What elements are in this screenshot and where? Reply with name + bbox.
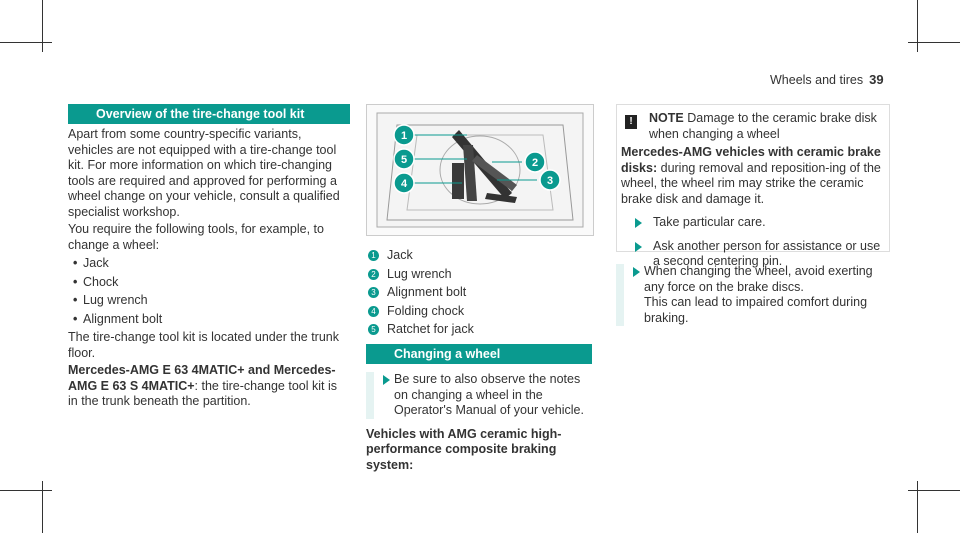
crop-mark	[908, 42, 960, 43]
legend-label: Lug wrench	[387, 266, 452, 281]
legend-label: Ratchet for jack	[387, 322, 474, 336]
list-item: Lug wrench	[68, 293, 350, 309]
arrow-icon	[635, 218, 642, 228]
legend-item: 4 Folding chock	[368, 304, 588, 320]
svg-text:3: 3	[547, 175, 553, 187]
legend-number: 2	[368, 268, 379, 280]
figure-legend: 1 Jack 2 Lug wrench 3 Alignment bolt 4 Foldi…	[368, 248, 588, 341]
callout-4: 4	[393, 172, 415, 194]
intro-text: Apart from some country-specific variant…	[68, 127, 340, 219]
legend-number: 4	[368, 305, 379, 317]
legend-item: 5 Ratchet for jack	[368, 322, 588, 338]
step-text: Take particular care.	[653, 215, 766, 229]
final-step: When changing the wheel, avoid exerting …	[616, 264, 888, 326]
crop-mark	[917, 0, 918, 52]
legend-number: 5	[368, 324, 379, 336]
changing-section: Changing a wheel Be sure to also observe…	[366, 344, 592, 473]
amg-models: Mercedes-AMG E 63 4MATIC+ and Mercedes-A…	[68, 363, 336, 393]
step-text: When changing the wheel, avoid exerting …	[644, 264, 873, 325]
svg-text:2: 2	[532, 157, 538, 169]
note-label: NOTE	[649, 111, 684, 125]
legend-label: Alignment bolt	[387, 285, 467, 299]
callout-3: 3	[539, 169, 561, 191]
crop-mark	[42, 0, 43, 52]
tool-kit-figure: 1 5 4 2 3	[366, 104, 594, 236]
note-title: Damage to the ceramic brake disk when ch…	[649, 111, 877, 141]
list-item: Jack	[68, 256, 350, 272]
callout-2: 2	[524, 151, 546, 173]
arrow-icon	[383, 375, 390, 385]
amg-paragraph: Mercedes-AMG E 63 4MATIC+ and Mercedes-A…	[68, 363, 350, 410]
note-body: Mercedes-AMG vehicles with ceramic brake…	[621, 145, 883, 270]
instruction-step: Be sure to also observe the notes on cha…	[366, 372, 592, 419]
require-text: You require the following tools, for exa…	[68, 222, 324, 252]
amg-location: : the tire-change tool kit is in the tru…	[68, 378, 337, 409]
step-text: Ask another person for assistance or use…	[653, 238, 881, 269]
crop-mark	[42, 481, 43, 533]
svg-text:1: 1	[401, 130, 407, 142]
note-step: Take particular care.	[621, 215, 883, 231]
legend-label: Folding chock	[387, 303, 465, 318]
legend-item: 3 Alignment bolt	[368, 285, 588, 301]
page-header: Wheels and tires 39	[770, 72, 884, 87]
note-sub-bold: Mercedes-AMG vehicles with ceramic brake…	[621, 145, 881, 175]
arrow-icon	[633, 267, 640, 277]
list-item: Alignment bolt	[68, 312, 350, 328]
legend-item: 2 Lug wrench	[368, 267, 588, 283]
note-paragraph: Mercedes-AMG vehicles with ceramic brake…	[621, 145, 883, 207]
trunk-illustration: 1 5 4 2 3	[376, 112, 584, 228]
crop-mark	[917, 481, 918, 533]
legend-number: 1	[368, 250, 379, 262]
callout-1: 1	[393, 124, 415, 146]
section-title: Wheels and tires	[770, 73, 864, 87]
instruction-step: When changing the wheel, avoid exerting …	[616, 264, 888, 326]
legend-number: 3	[368, 287, 379, 299]
section-heading: Overview of the tire-change tool kit	[68, 104, 350, 124]
crop-mark	[0, 490, 52, 491]
tool-list: Jack Chock Lug wrench Alignment bolt	[68, 256, 350, 327]
step-text: Be sure to also observe the notes on cha…	[394, 372, 584, 417]
location-text: The tire-change tool kit is located unde…	[68, 330, 339, 360]
legend-item: 1 Jack	[368, 248, 588, 264]
crop-mark	[0, 42, 52, 43]
note-sub-text: during removal and reposition-ing of the…	[621, 160, 881, 206]
note-content: NOTE Damage to the ceramic brake disk wh…	[649, 111, 881, 142]
note-step: Ask another person for assistance or use…	[621, 239, 883, 270]
list-item: Chock	[68, 275, 350, 291]
callout-5: 5	[393, 148, 415, 170]
warning-icon: !	[625, 115, 637, 129]
svg-text:5: 5	[401, 154, 407, 166]
svg-text:4: 4	[401, 178, 408, 190]
column-left: Overview of the tire-change tool kit Apa…	[68, 104, 350, 410]
arrow-icon	[635, 241, 642, 252]
crop-mark	[908, 490, 960, 491]
subheading: Vehicles with AMG ceramic high-performan…	[366, 426, 562, 472]
legend-label: Jack	[387, 248, 413, 262]
page-number: 39	[869, 72, 884, 87]
section-heading: Changing a wheel	[366, 344, 592, 364]
note-box: ! NOTE Damage to the ceramic brake disk …	[616, 104, 890, 268]
